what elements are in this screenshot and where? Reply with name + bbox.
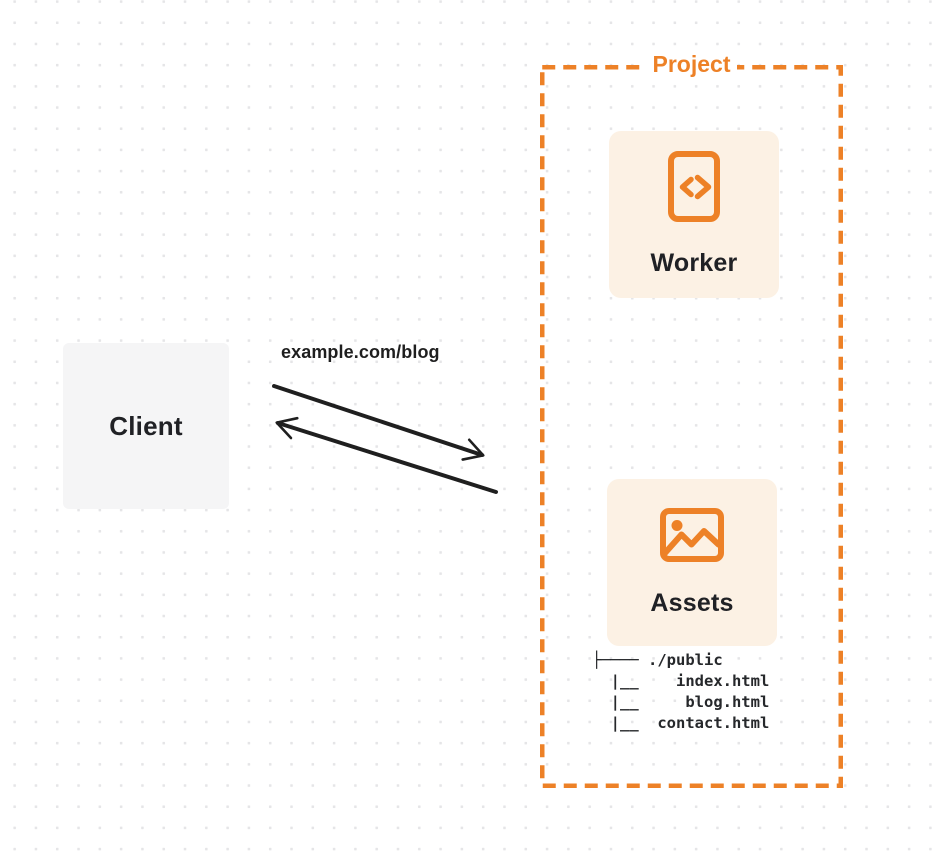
request-url-label: example.com/blog [281, 342, 440, 362]
worker-label: Worker [650, 249, 738, 277]
worker-node: Worker [609, 131, 779, 298]
client-label: Client [109, 410, 183, 441]
response-arrow [275, 416, 498, 494]
client-node: Client [63, 343, 229, 509]
assets-file-tree: ├──── ./public |__ index.html |__ blog.h… [592, 651, 770, 732]
request-arrow [272, 384, 485, 461]
assets-label: Assets [650, 588, 734, 617]
code-document-icon [668, 151, 720, 222]
project-label: Project [645, 51, 738, 78]
assets-node: Assets [607, 479, 777, 646]
image-icon [660, 507, 724, 562]
